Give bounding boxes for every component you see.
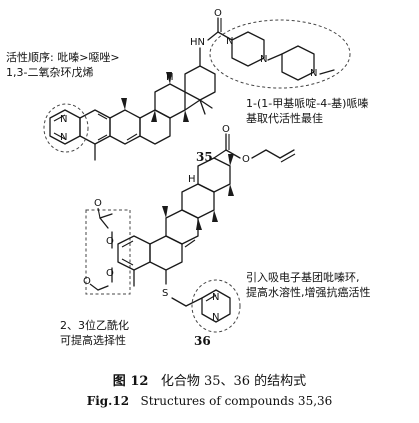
atom-n-pyrazine-36-top: N <box>212 292 219 303</box>
atom-o-ester-36-2: O <box>106 268 114 279</box>
atom-n-pyrazine-35-top: N <box>60 114 67 125</box>
annotation-piperidine: 1-(1-甲基哌啶-4-基)哌嗪 基取代活性最佳 <box>246 96 368 126</box>
annotation-activity-order-line1: 活性顺序: 吡嗪>噁唑> <box>6 51 120 64</box>
atom-o-carbonyl-35: O <box>214 8 222 19</box>
figure-label-en: Fig.12 <box>86 394 130 408</box>
atom-s-36: S <box>162 288 168 299</box>
annotation-pyrazine-line2: 提高水溶性,增强抗癌活性 <box>246 286 371 299</box>
annotation-acetylation-line1: 2、3位乙酰化 <box>60 319 129 332</box>
compound-36-structure: O O O O S N N H <box>83 124 296 333</box>
annotation-acetylation-line2: 可提高选择性 <box>60 334 126 347</box>
compound-number-35: 35 <box>196 150 213 164</box>
atom-n-pyrazine-36-bottom: N <box>212 312 219 323</box>
atom-n-piperazine-1: N <box>226 36 233 47</box>
annotation-pyrazine-line1: 引入吸电子基团吡嗪环, <box>246 271 360 284</box>
atom-n-pyrazine-35-bottom: N <box>60 132 67 143</box>
atom-o-acetyl-36-2: O <box>83 276 91 287</box>
annotation-activity-order: 活性顺序: 吡嗪>噁唑> 1,3-二氧杂环戊烯 <box>6 50 120 80</box>
figure-label-zh: 图 12 <box>112 374 149 389</box>
compound-35-structure: N N H HN O N N <box>43 8 351 161</box>
figure-text-zh: 化合物 35、36 的结构式 <box>160 374 307 389</box>
atom-o-ester-36-3: O <box>242 154 250 165</box>
chemical-structures: N N H HN O N N <box>43 8 351 333</box>
atom-hn-35: HN <box>190 37 205 48</box>
annotation-piperidine-line2: 基取代活性最佳 <box>246 112 323 125</box>
annotation-activity-order-line2: 1,3-二氧杂环戊烯 <box>6 66 94 79</box>
annotation-acetylation: 2、3位乙酰化 可提高选择性 <box>60 318 129 348</box>
atom-o-ester-36-1: O <box>106 236 114 247</box>
atom-h-35: H <box>166 72 174 83</box>
atom-o-carbonyl-36: O <box>222 124 230 135</box>
atom-n-piperidine: N <box>310 68 317 79</box>
atom-o-acetyl-36-1: O <box>94 198 102 209</box>
annotation-piperidine-line1: 1-(1-甲基哌啶-4-基)哌嗪 <box>246 97 369 110</box>
annotation-pyrazine: 引入吸电子基团吡嗪环, 提高水溶性,增强抗癌活性 <box>246 270 371 300</box>
atom-n-piperazine-2: N <box>260 54 267 65</box>
atom-h-36: H <box>188 174 196 185</box>
compound-number-36: 36 <box>194 334 211 348</box>
figure-caption-en: Fig.12 Structures of compounds 35,36 <box>0 394 419 408</box>
figure-caption-zh: 图 12 化合物 35、36 的结构式 <box>0 370 419 389</box>
figure-text-en: Structures of compounds 35,36 <box>140 394 333 408</box>
